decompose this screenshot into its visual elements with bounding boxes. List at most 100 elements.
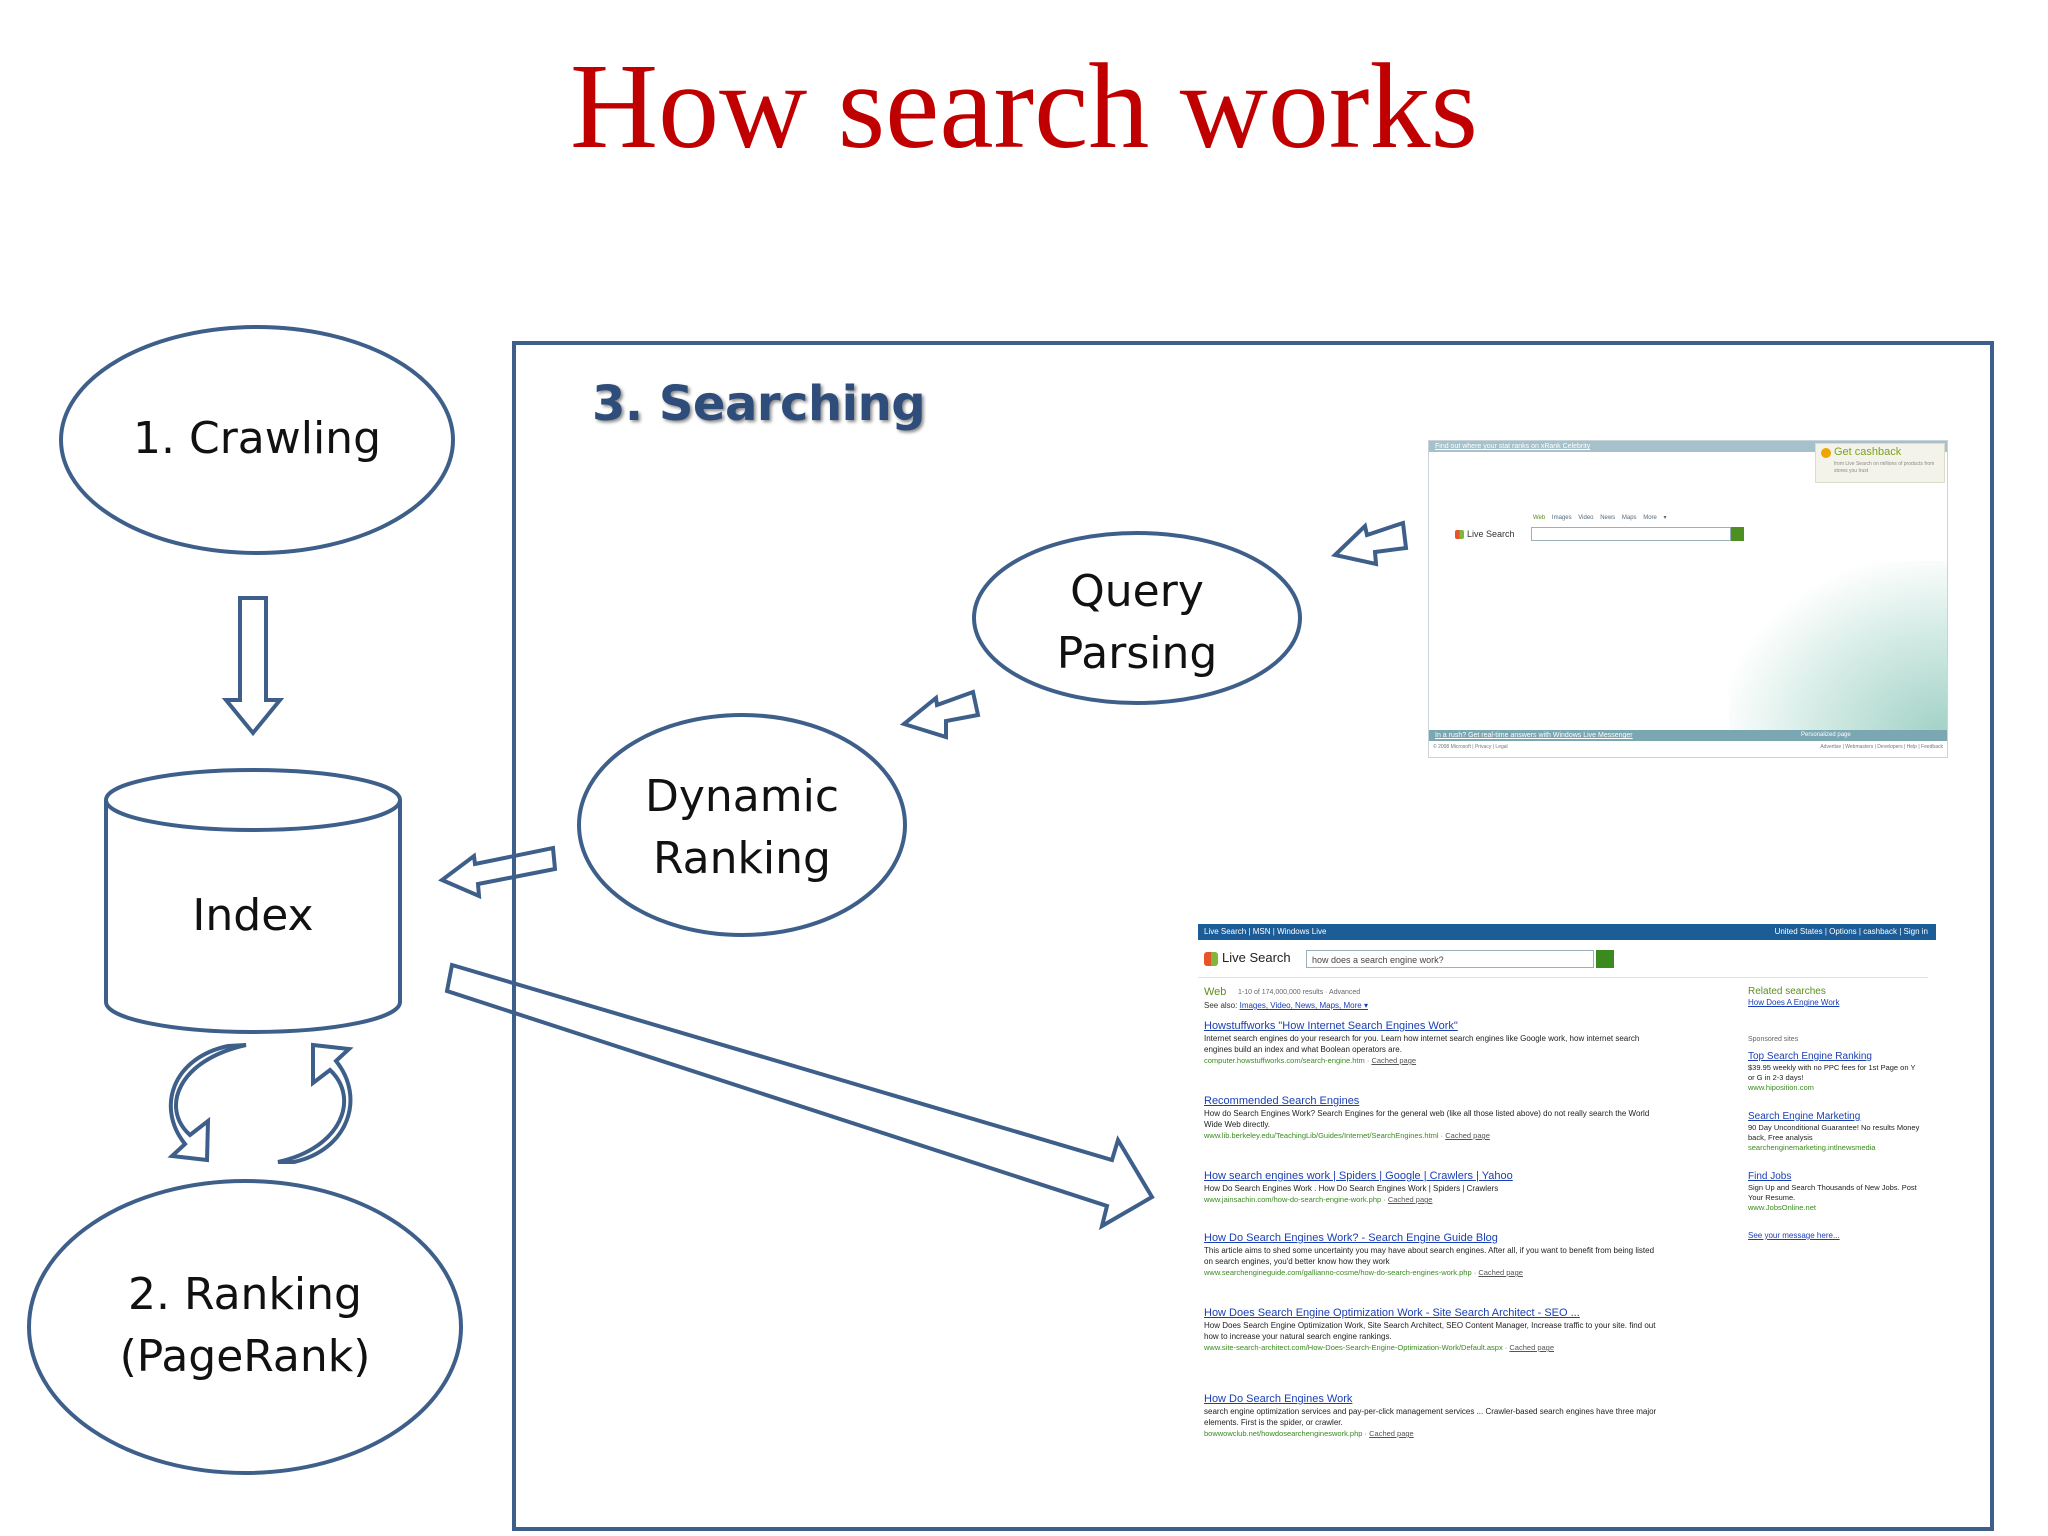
- result-snippet: How Do Search Engines Work . How Do Sear…: [1204, 1184, 1499, 1193]
- home-footer-left: © 2008 Microsoft | Privacy | Legal: [1433, 744, 1508, 750]
- result-url: computer.howstuffworks.com/search-engine…: [1204, 1056, 1365, 1065]
- home-tab-news[interactable]: News: [1600, 515, 1616, 521]
- index-cylinder-top: [104, 768, 402, 832]
- ad-title[interactable]: Top Search Engine Ranking: [1748, 1051, 1872, 1062]
- home-tab-maps[interactable]: Maps: [1621, 515, 1637, 521]
- sponsored-label: Sponsored sites: [1748, 1036, 1799, 1043]
- see-also: See also: Images, Video, News, Maps, Mor…: [1204, 1001, 1368, 1010]
- arrow-index-to-results: [444, 962, 1155, 1231]
- home-search-input[interactable]: [1531, 527, 1731, 541]
- ad-url: www.hiposition.com: [1748, 1083, 1814, 1092]
- result-snippet: search engine optimization services and …: [1204, 1407, 1657, 1427]
- sponsored-ad: Search Engine Marketing 90 Day Unconditi…: [1748, 1110, 1924, 1153]
- dynamic-ranking-label: Dynamic Ranking: [579, 766, 905, 890]
- home-bottom-link[interactable]: In a rush? Get real-time answers with Wi…: [1435, 732, 1633, 739]
- result-title[interactable]: Howstuffworks "How Internet Search Engin…: [1204, 1020, 1458, 1032]
- result-title[interactable]: Recommended Search Engines: [1204, 1095, 1360, 1107]
- windows-flag-icon: [1455, 530, 1464, 540]
- home-tab-images[interactable]: Images: [1551, 515, 1572, 521]
- cached-page-link[interactable]: Cached page: [1369, 1429, 1414, 1438]
- result-snippet: This article aims to shed some uncertain…: [1204, 1246, 1655, 1266]
- results-logo: Live Search: [1204, 950, 1291, 966]
- sponsored-sites: Sponsored sites: [1748, 1036, 1924, 1043]
- cached-page-link[interactable]: Cached page: [1509, 1343, 1555, 1352]
- ranking-label-line2: (PageRank): [119, 1331, 371, 1382]
- result-title[interactable]: How Do Search Engines Work: [1204, 1393, 1353, 1405]
- sponsored-ad: Find Jobs Sign Up and Search Thousands o…: [1748, 1170, 1924, 1213]
- cached-page-link[interactable]: Cached page: [1445, 1131, 1490, 1140]
- search-result: Recommended Search Engines How do Search…: [1204, 1094, 1664, 1141]
- home-logo: Live Search: [1455, 529, 1515, 540]
- home-top-link[interactable]: Find out where your stat ranks on xRank …: [1435, 443, 1591, 450]
- search-result: How search engines work | Spiders | Goog…: [1204, 1169, 1664, 1205]
- related-link[interactable]: How Does A Engine Work: [1748, 998, 1840, 1007]
- home-tab-video[interactable]: Video: [1578, 515, 1594, 521]
- search-result: How Do Search Engines Work? - Search Eng…: [1204, 1231, 1664, 1278]
- related-searches: Related searches How Does A Engine Work: [1748, 986, 1924, 1009]
- results-logo-text: Live Search: [1222, 950, 1291, 965]
- result-title[interactable]: How search engines work | Spiders | Goog…: [1204, 1170, 1513, 1182]
- result-url: bowwowclub.net/howdosearchengineswork.ph…: [1204, 1429, 1363, 1438]
- cached-page-link[interactable]: Cached page: [1387, 1195, 1433, 1204]
- result-title[interactable]: How Do Search Engines Work? - Search Eng…: [1204, 1232, 1498, 1244]
- cashback-promo[interactable]: Get cashback from Live Search on million…: [1815, 443, 1945, 483]
- arrow-home-to-query: [1330, 520, 1409, 567]
- result-snippet: How do Search Engines Work? Search Engin…: [1204, 1109, 1650, 1129]
- cashback-coin-icon: [1821, 448, 1831, 458]
- home-tab-web[interactable]: Web: [1533, 515, 1546, 521]
- ad-text: Sign Up and Search Thousands of New Jobs…: [1748, 1183, 1917, 1202]
- home-tab-more[interactable]: More ▾: [1643, 515, 1667, 521]
- home-footer-right: Advertise | Webmasters | Developers | He…: [1820, 744, 1943, 750]
- home-search-button[interactable]: [1731, 527, 1744, 541]
- ranking-label: 2. Ranking (PageRank): [29, 1264, 461, 1388]
- results-nav-left[interactable]: Live Search | MSN | Windows Live: [1204, 927, 1327, 936]
- live-search-results-screenshot: Live Search | MSN | Windows Live United …: [1198, 924, 1938, 1454]
- ranking-ellipse: [27, 1179, 463, 1475]
- result-snippet: Internet search engines do your research…: [1204, 1034, 1640, 1054]
- cycle-arrow-right: [277, 1042, 354, 1164]
- ad-title[interactable]: Find Jobs: [1748, 1171, 1792, 1182]
- see-also-links[interactable]: Images, Video, News, Maps, More ▾: [1239, 1001, 1368, 1010]
- result-snippet: How Does Search Engine Optimization Work…: [1204, 1321, 1656, 1341]
- result-url: www.jainsachin.com/how-do-search-engine-…: [1204, 1195, 1382, 1204]
- home-top-bar: [1429, 441, 1947, 452]
- ad-url: searchenginemarketing.intlnewsmedia: [1748, 1143, 1876, 1152]
- arrow-crawl-to-index: [221, 596, 285, 737]
- dynamic-ranking-line1: Dynamic: [644, 771, 840, 822]
- windows-flag-icon: [1204, 951, 1218, 966]
- web-label: Web: [1204, 986, 1227, 998]
- ad-title[interactable]: Search Engine Marketing: [1748, 1111, 1861, 1122]
- query-parsing-ellipse: [972, 531, 1302, 705]
- ad-text: $39.95 weekly with no PPC fees for 1st P…: [1748, 1063, 1916, 1082]
- cached-page-link[interactable]: Cached page: [1371, 1056, 1417, 1065]
- query-parsing-line1: Query: [1070, 566, 1204, 617]
- ad-text: 90 Day Unconditional Guarantee! No resul…: [1748, 1123, 1920, 1142]
- ad-url: www.JobsOnline.net: [1748, 1203, 1816, 1212]
- search-result: How Does Search Engine Optimization Work…: [1204, 1306, 1664, 1353]
- home-bottom-bar: [1429, 730, 1947, 741]
- home-tabs: Web Images Video News Maps More ▾: [1533, 514, 1667, 521]
- personalized-page-link[interactable]: Personalized page: [1801, 732, 1851, 738]
- search-result: Howstuffworks "How Internet Search Engin…: [1204, 1019, 1664, 1066]
- see-message-link[interactable]: See your message here...: [1748, 1231, 1840, 1240]
- crawling-label: 1. Crawling: [133, 413, 381, 464]
- result-count: 1-10 of 174,000,000 results · Advanced: [1238, 989, 1361, 996]
- result-title[interactable]: How Does Search Engine Optimization Work…: [1204, 1307, 1580, 1319]
- ranking-label-line1: 2. Ranking: [128, 1269, 362, 1320]
- index-cylinder: [104, 800, 402, 1034]
- query-parsing-label: Query Parsing: [974, 561, 1300, 685]
- searching-label: 3. Searching: [592, 376, 926, 432]
- result-url: www.lib.berkeley.edu/TeachingLib/Guides/…: [1204, 1131, 1439, 1140]
- cached-page-link[interactable]: Cached page: [1478, 1268, 1523, 1277]
- promo-text: from Live Search on millions of products…: [1834, 461, 1935, 474]
- cycle-arrow-left: [167, 1043, 247, 1163]
- related-heading: Related searches: [1748, 986, 1826, 997]
- promo-title: Get cashback: [1834, 446, 1902, 458]
- results-search-input[interactable]: how does a search engine work?: [1306, 950, 1594, 968]
- results-search-button[interactable]: [1596, 950, 1614, 968]
- home-logo-text: Live Search: [1467, 529, 1515, 539]
- searching-frame: [512, 341, 1994, 1531]
- results-nav-bar: Live Search | MSN | Windows Live United …: [1198, 924, 1936, 940]
- results-nav-right[interactable]: United States | Options | cashback | Sig…: [1774, 927, 1928, 936]
